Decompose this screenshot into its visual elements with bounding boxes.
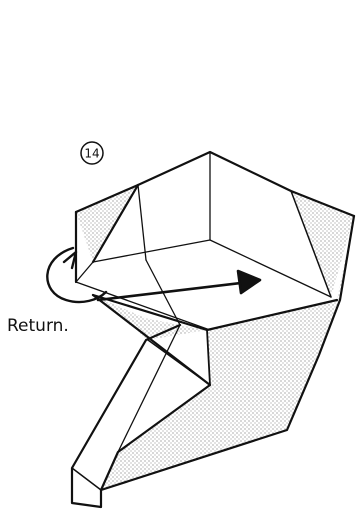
box-left-crease-2 [76,262,93,282]
lower-flap-inner [148,340,210,385]
box-inner-left [138,185,146,260]
box-mid-line-left [93,240,210,262]
step-badge: 14 [81,142,103,164]
shaded-regions [76,185,354,490]
return-arrow-head [64,252,76,268]
shaded-right-flap [291,191,354,297]
step-number: 14 [84,147,99,161]
direction-arrow-icon [98,271,260,300]
direction-arrow-head [238,271,260,293]
instruction-label: Return. [7,316,69,336]
shaded-center-flap [93,295,207,340]
shaded-left-flap [76,185,138,262]
lower-flap-tip-crease [72,468,101,490]
direction-arrow-shaft [98,281,258,300]
